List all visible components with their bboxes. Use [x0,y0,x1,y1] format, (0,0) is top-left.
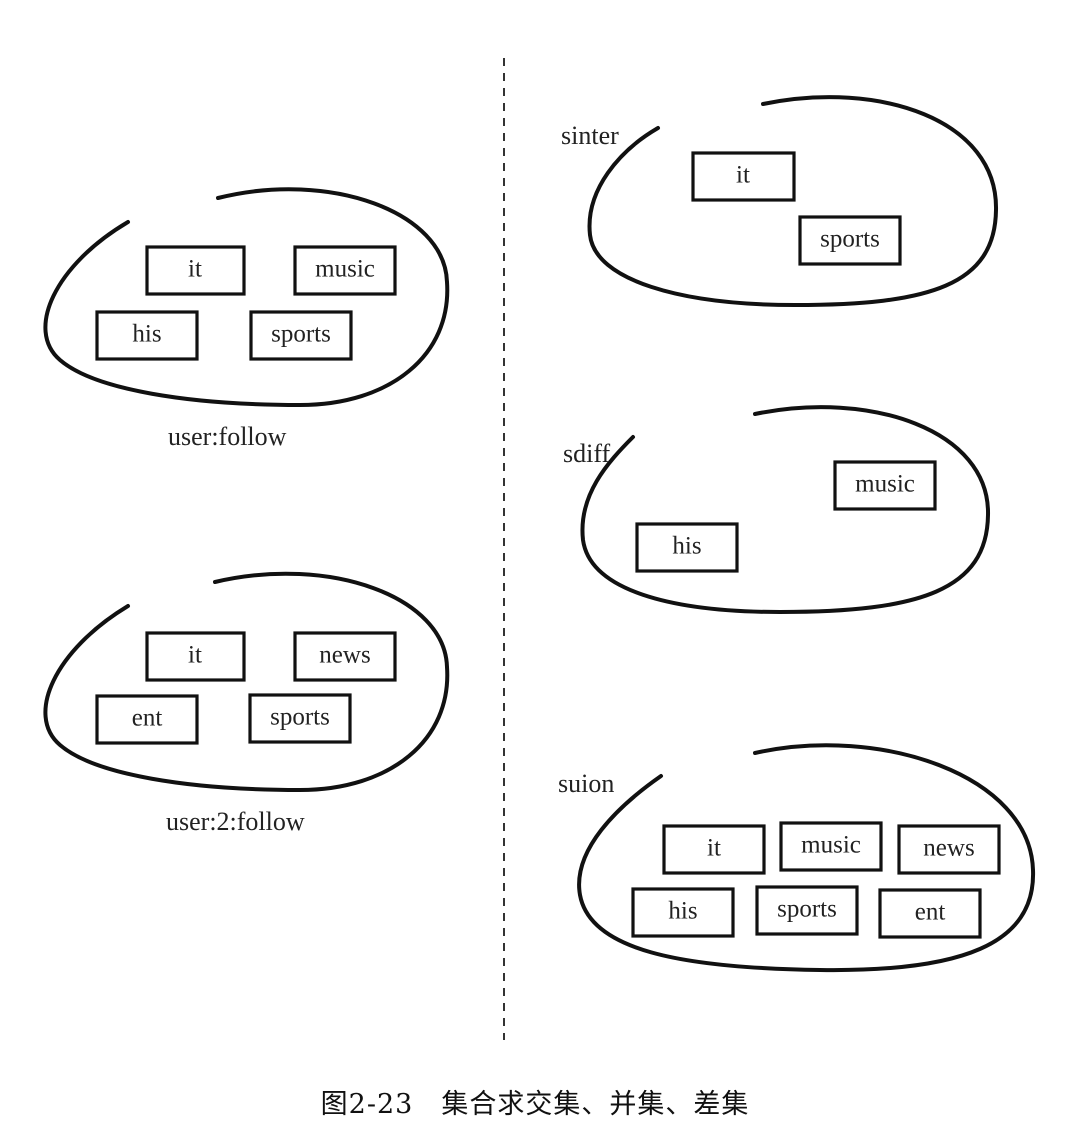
item-label: his [672,533,701,560]
set-label: sdiff [563,439,611,468]
item-label: music [855,471,915,498]
figure-caption: 图2-23 集合求交集、并集、差集 [320,1089,750,1120]
item-label: it [707,835,721,862]
set-user-2-follow: it news ent sports user:2:follow [43,571,450,836]
set-outline [43,187,450,407]
set-item: music [293,245,397,296]
set-item: news [293,631,397,682]
item-label: his [668,898,697,925]
set-item: music [833,460,937,511]
set-outline [587,95,999,307]
set-item: sports [249,310,353,361]
set-label: suion [558,769,614,798]
set-item: it [662,824,766,875]
item-label: music [315,256,375,283]
set-sinter: it sports sinter [561,95,999,307]
set-item: his [631,887,735,938]
item-label: music [801,832,861,859]
set-outline [577,743,1036,973]
set-item: it [145,631,246,682]
item-label: sports [777,896,837,923]
item-label: his [132,321,161,348]
set-item: his [95,310,199,361]
item-label: sports [270,704,330,731]
set-label: user:follow [168,422,287,451]
item-label: ent [132,705,163,732]
set-label: user:2:follow [166,807,305,836]
item-label: ent [915,899,946,926]
set-sdiff: music his sdiff [563,405,991,614]
set-item: it [145,245,246,296]
set-item: sports [798,215,902,266]
set-item: ent [878,888,982,939]
set-item: news [897,824,1001,875]
item-label: news [923,835,974,862]
set-outline [43,571,450,792]
item-label: sports [271,321,331,348]
set-label: sinter [561,121,619,150]
set-item: music [779,821,883,872]
set-user-follow: it music his sports user:follow [43,187,450,451]
set-outline [580,405,991,614]
set-item: his [635,522,739,573]
item-label: news [319,642,370,669]
item-label: it [188,642,202,669]
set-item: ent [95,694,199,745]
set-item: it [691,151,796,202]
set-suion: it music news his sports ent suion [558,743,1036,973]
item-label: it [188,256,202,283]
item-label: it [736,162,750,189]
set-item: sports [755,885,859,936]
item-label: sports [820,226,880,253]
set-item: sports [248,693,352,744]
